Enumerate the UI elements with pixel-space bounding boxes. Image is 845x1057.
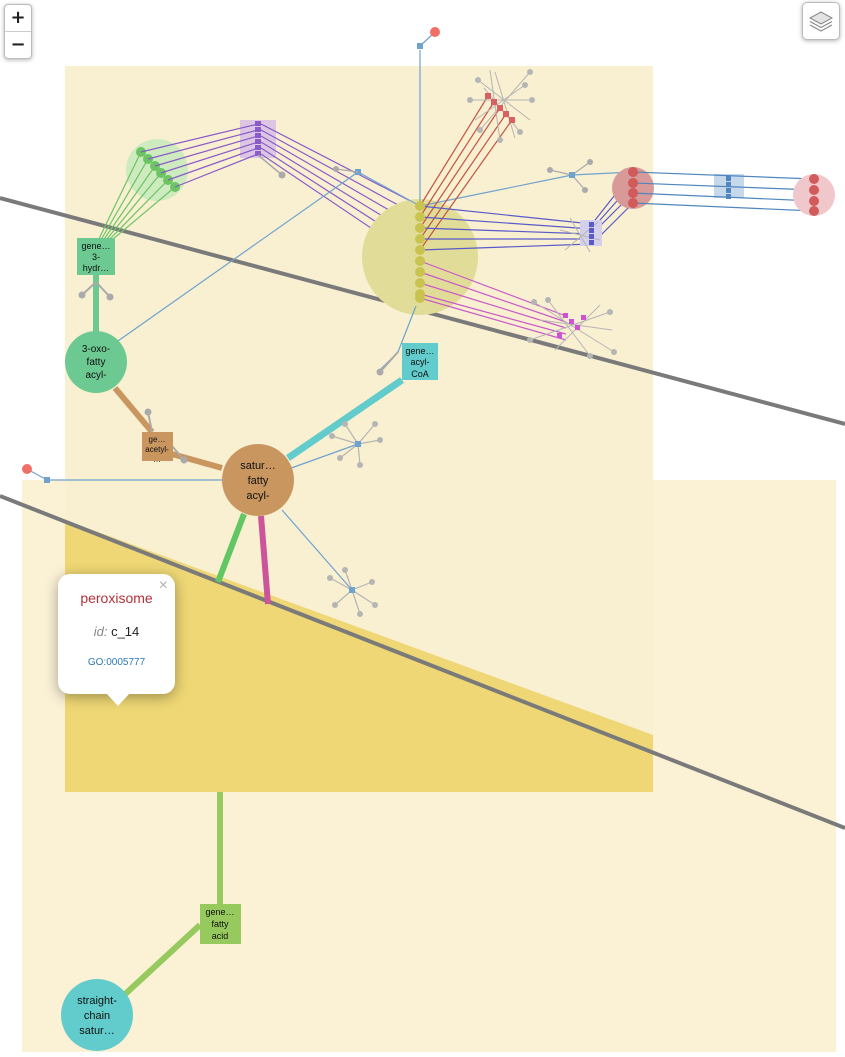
metabolite-straight[interactable]: straight- chain satur… <box>61 979 133 1051</box>
reaction-fattyacid[interactable]: gene… fatty acid <box>200 904 241 944</box>
metabolite-satur-line3: acyl- <box>246 490 270 502</box>
reaction-acylcoa[interactable]: gene… acyl- CoA <box>402 343 438 380</box>
left-red-node[interactable] <box>22 464 32 474</box>
reaction-hydr[interactable]: gene… 3- hydr… <box>77 238 115 275</box>
reaction-hydr-line2: 3- <box>92 252 100 262</box>
red-metabolite-dots <box>628 167 638 208</box>
blue-reaction-stub <box>335 168 359 173</box>
metabolite-straight-line1: straight- <box>77 995 117 1007</box>
red-web-nodes <box>467 69 535 143</box>
reaction-acetyl-line2: acetyl- <box>145 445 169 454</box>
pink-metabolite-dots <box>809 174 819 216</box>
edge-fattyacid-to-straight <box>119 922 203 1000</box>
purple-edges-left <box>140 123 259 188</box>
reaction-acetyl-line1: ge… <box>149 435 166 444</box>
compartment-popup: × peroxisome id: c_14 GO:0005777 <box>58 574 175 706</box>
metabolite-satur[interactable]: satur… fatty acyl- <box>222 444 294 516</box>
popup-close-button[interactable]: × <box>158 577 168 594</box>
zoom-out-button[interactable]: − <box>5 31 31 58</box>
metabolite-oxo-line3: acyl- <box>85 370 106 381</box>
magenta-reaction-dots <box>557 313 586 338</box>
popup-id-row: id: c_14 <box>58 624 175 639</box>
metabolite-straight-line2: chain <box>84 1010 110 1022</box>
gray-stub-nodes <box>78 291 384 464</box>
star-web-lower-nodes <box>327 567 378 617</box>
red-reaction-dots <box>485 93 515 123</box>
metabolite-straight-line3: satur… <box>79 1025 114 1037</box>
reaction-acylcoa-line1: gene… <box>405 346 434 356</box>
blue-reaction-stub-node <box>333 166 339 172</box>
zoom-in-button[interactable]: + <box>10 7 26 28</box>
star-web-center-reaction <box>355 441 361 447</box>
layers-button[interactable] <box>802 2 840 40</box>
reaction-fattyacid-line1: gene… <box>205 907 234 917</box>
right-stub-nodes <box>547 159 593 193</box>
layers-icon <box>808 11 834 32</box>
indigo-reaction-dots <box>589 222 594 245</box>
reaction-fattyacid-line3: acid <box>212 931 229 941</box>
gray-side-node <box>278 171 286 179</box>
star-web-lower-reaction <box>349 587 355 593</box>
metabolite-satur-line1: satur… <box>240 460 275 472</box>
purple-reaction-dots <box>255 121 261 156</box>
reaction-hydr-line1: gene… <box>81 241 110 251</box>
popup-id-label: id: <box>93 624 108 639</box>
blue-edges-right <box>632 171 815 212</box>
reaction-hydr-line3: hydr… <box>83 263 110 273</box>
blue-reaction-dots <box>726 176 731 199</box>
reaction-acylcoa-line2: acyl- <box>410 357 429 367</box>
edge-oxo-to-acetyl <box>112 386 155 434</box>
green-edges <box>95 151 176 246</box>
popup-id-value: c_14 <box>111 624 140 639</box>
magenta-web-nodes <box>527 297 617 359</box>
reaction-acetyl[interactable]: ge… acetyl- … <box>142 432 173 464</box>
indigo-edges <box>419 171 634 251</box>
edge-acylcoa-to-satur <box>286 377 404 461</box>
zoom-control: + − <box>4 4 32 59</box>
metabolite-oxo-line1: 3-oxo- <box>82 344 110 355</box>
diagonal-line-lower <box>0 494 845 830</box>
popup-go-link[interactable]: GO:0005777 <box>87 657 146 668</box>
star-web-center-nodes <box>329 421 383 468</box>
edge-satur-magenta <box>258 515 271 605</box>
reaction-acetyl-line3: … <box>153 455 161 464</box>
top-red-node[interactable] <box>430 27 440 37</box>
edge-satur-green <box>215 512 247 584</box>
reaction-fattyacid-line2: fatty <box>211 919 229 929</box>
reaction-acylcoa-line3: CoA <box>411 369 429 379</box>
highlighted-compartment-region <box>65 520 653 792</box>
metabolite-oxo-line2: fatty <box>87 357 106 368</box>
right-blue-reaction[interactable] <box>569 172 575 178</box>
blue-edges-center <box>47 50 634 591</box>
popup-title: peroxisome <box>80 590 153 606</box>
metabolite-satur-line2: fatty <box>248 475 269 487</box>
gray-stub <box>257 154 283 176</box>
popup-tip <box>106 693 130 706</box>
yellow-metabolite-dots <box>415 201 425 303</box>
metabolite-oxo[interactable]: 3-oxo- fatty acyl- <box>65 331 127 393</box>
